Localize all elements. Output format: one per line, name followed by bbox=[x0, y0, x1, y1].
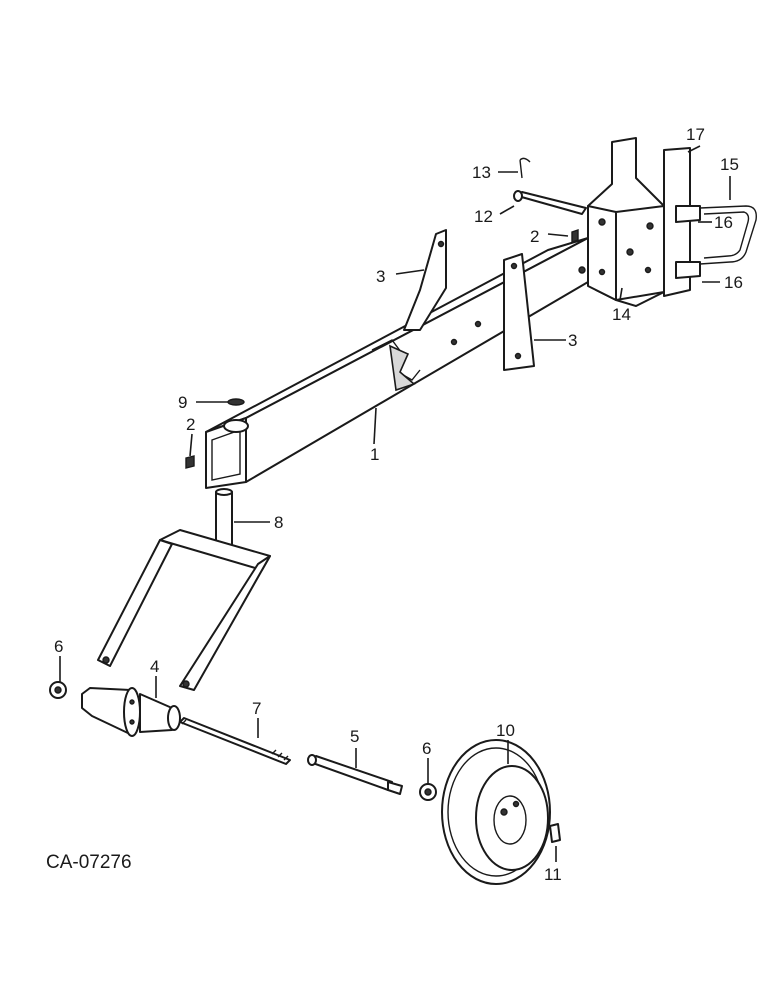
callout-16-upper: 16 bbox=[714, 213, 733, 232]
main-beam bbox=[205, 237, 589, 489]
clamp-plate bbox=[663, 147, 701, 297]
callout-9: 9 bbox=[178, 393, 187, 412]
wheel-rim bbox=[441, 739, 551, 885]
seal-right bbox=[419, 783, 437, 801]
callout-3-rear: 3 bbox=[376, 267, 385, 286]
hitch-pin bbox=[513, 190, 587, 215]
spindle-post bbox=[215, 488, 233, 549]
callout-11: 11 bbox=[544, 865, 562, 884]
callout-2-front: 2 bbox=[186, 415, 195, 434]
clip-rear bbox=[571, 229, 579, 243]
spacer-tube bbox=[307, 754, 403, 795]
callout-7: 7 bbox=[252, 699, 261, 718]
callout-15: 15 bbox=[720, 155, 739, 174]
wheel-bolt bbox=[549, 823, 561, 843]
callout-12: 12 bbox=[474, 207, 493, 226]
washer bbox=[227, 398, 245, 406]
axle-shaft bbox=[179, 717, 291, 765]
callout-labels: 1 2 2 3 3 4 5 6 6 7 8 9 10 11 12 13 14 1… bbox=[54, 125, 743, 884]
callout-3-front: 3 bbox=[568, 331, 577, 350]
callout-8: 8 bbox=[274, 513, 283, 532]
callout-5: 5 bbox=[350, 727, 359, 746]
callout-17: 17 bbox=[686, 125, 705, 144]
callout-14: 14 bbox=[612, 305, 631, 324]
bracket-rear bbox=[403, 229, 447, 331]
clip-front bbox=[185, 455, 195, 469]
leader-lines bbox=[59, 145, 731, 862]
callout-16-lower: 16 bbox=[724, 273, 743, 292]
callout-2-rear: 2 bbox=[530, 227, 539, 246]
callout-4: 4 bbox=[150, 657, 159, 676]
wheel-fork bbox=[97, 529, 271, 691]
callout-6-left: 6 bbox=[54, 637, 63, 656]
u-bolt bbox=[699, 205, 757, 265]
callout-10: 10 bbox=[496, 721, 515, 740]
hitch-mount bbox=[587, 137, 665, 307]
lock-pin bbox=[519, 157, 531, 179]
bracket-front bbox=[503, 253, 535, 371]
callout-6-right: 6 bbox=[422, 739, 431, 758]
callout-1: 1 bbox=[370, 445, 379, 464]
figure-code: CA-07276 bbox=[46, 852, 132, 873]
wheel-hub bbox=[81, 687, 181, 737]
seal-left bbox=[49, 681, 67, 699]
callout-13: 13 bbox=[472, 163, 491, 182]
